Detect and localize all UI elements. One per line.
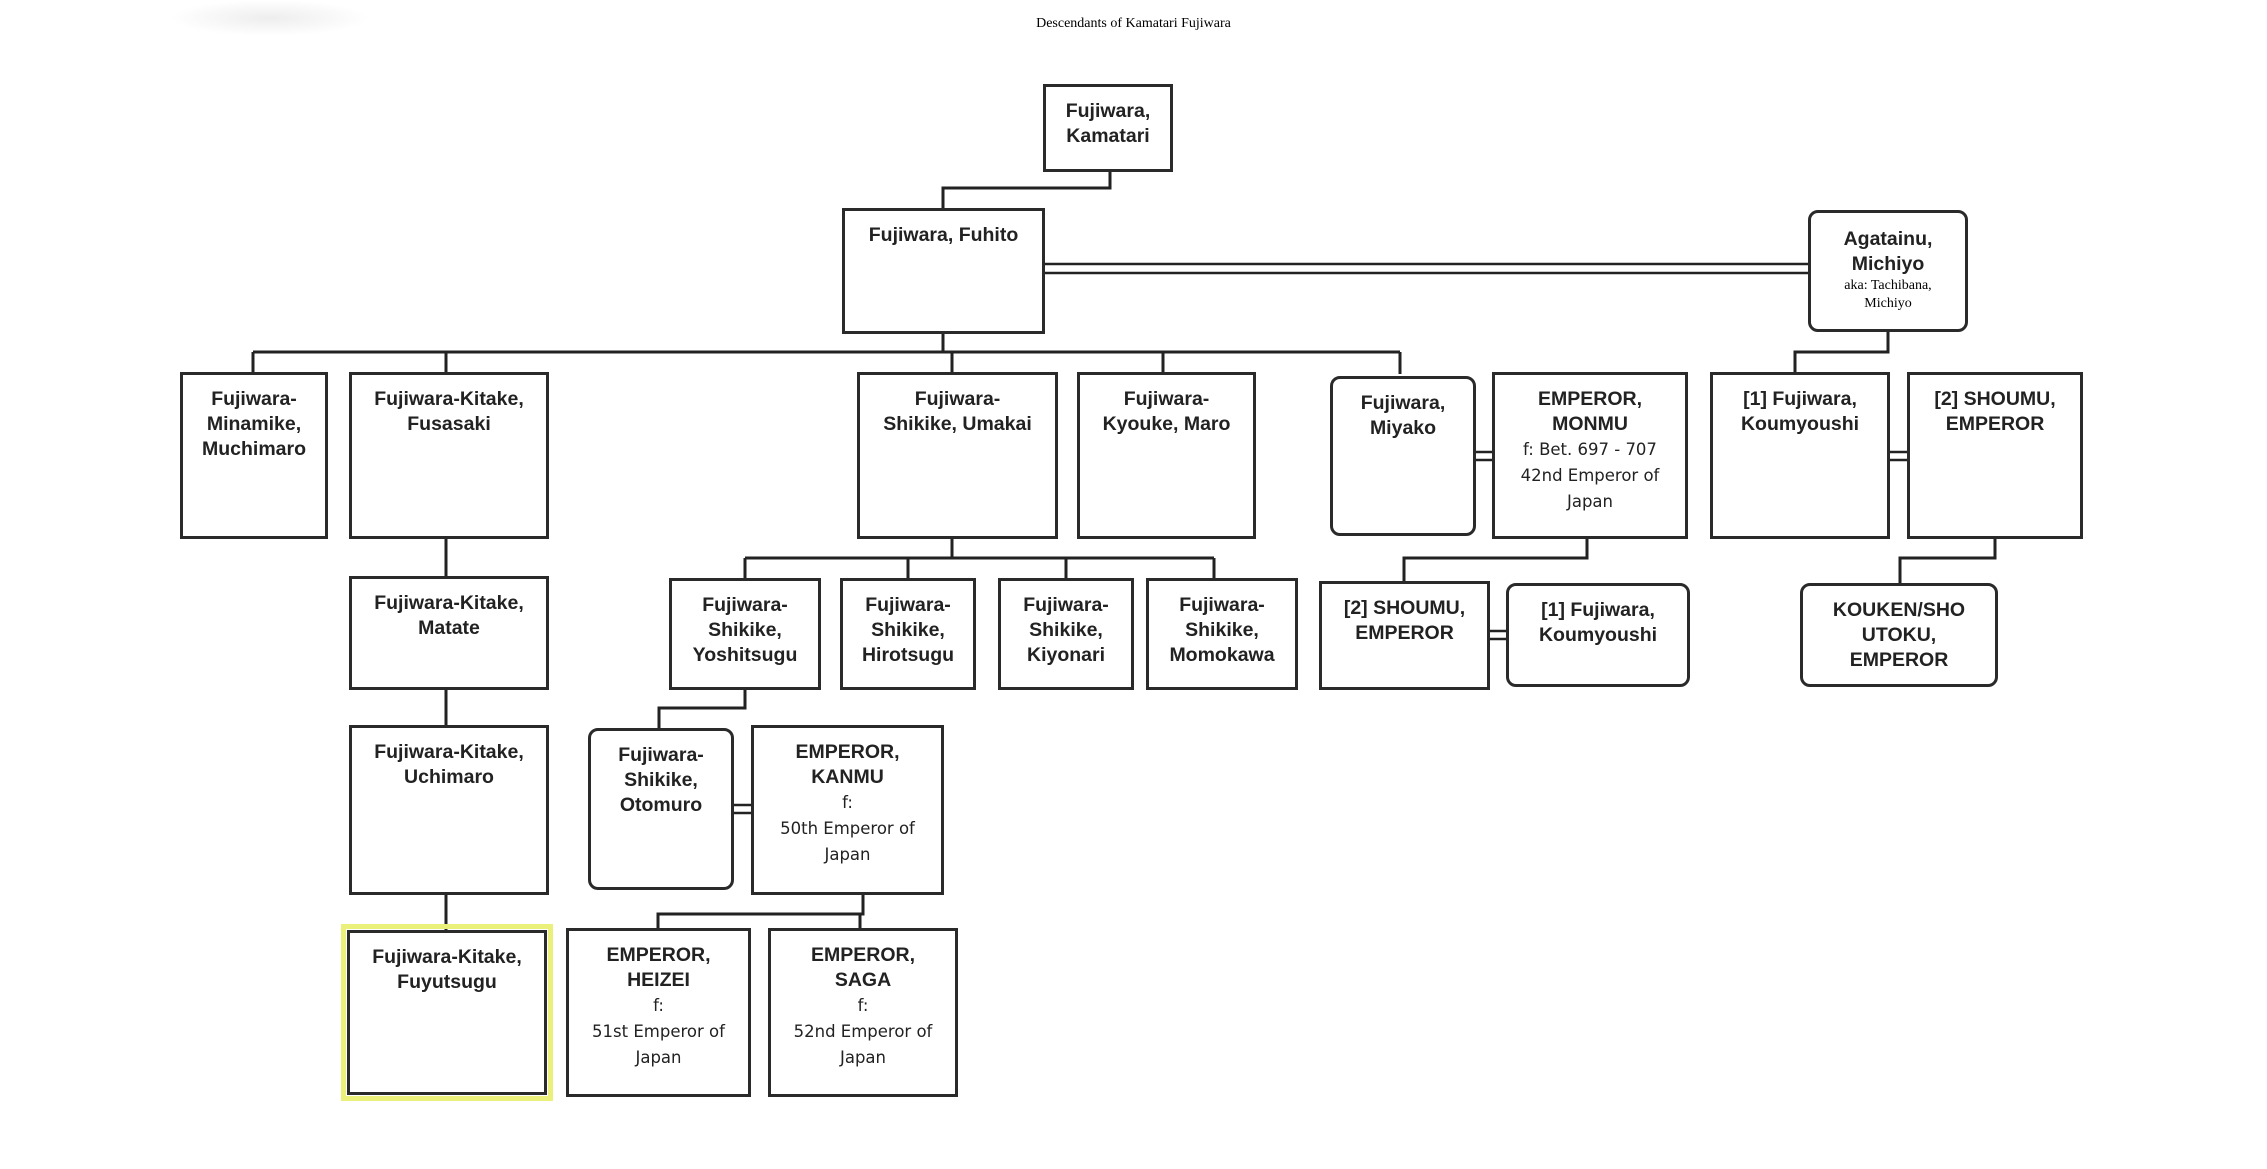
person-name: Fujiwara- Shikike, Momokawa: [1169, 594, 1275, 666]
person-name: [2] SHOUMU, EMPEROR: [1934, 388, 2056, 435]
person-aka: aka: Tachibana, Michiyo: [1844, 278, 1932, 311]
person-name: EMPEROR, HEIZEI: [606, 944, 711, 991]
person-box-agatainu[interactable]: Agatainu, Michiyo aka: Tachibana, Michiy…: [1808, 210, 1968, 332]
person-box-uchimaro[interactable]: Fujiwara-Kitake, Uchimaro: [349, 725, 549, 895]
person-details: f: 52nd Emperor of Japan: [793, 996, 933, 1067]
person-box-umakai[interactable]: Fujiwara- Shikike, Umakai: [857, 372, 1058, 539]
person-name: Fujiwara- Shikike, Umakai: [883, 388, 1032, 435]
person-box-otomuro[interactable]: Fujiwara- Shikike, Otomuro: [588, 728, 734, 890]
person-name: Fujiwara- Shikike, Yoshitsugu: [692, 594, 798, 666]
person-box-fuyutsugu[interactable]: Fujiwara-Kitake, Fuyutsugu: [341, 924, 553, 1101]
person-name: Fujiwara- Kyouke, Maro: [1102, 388, 1231, 435]
person-box-shoumu-2[interactable]: [2] SHOUMU, EMPEROR: [1319, 581, 1490, 690]
person-box-kanmu[interactable]: EMPEROR, KANMU f: 50th Emperor of Japan: [751, 725, 944, 895]
person-box-yoshitsugu[interactable]: Fujiwara- Shikike, Yoshitsugu: [669, 578, 821, 690]
person-name: Fujiwara-Kitake, Fuyutsugu: [372, 946, 522, 993]
person-box-heizei[interactable]: EMPEROR, HEIZEI f: 51st Emperor of Japan: [566, 928, 751, 1097]
person-name: [1] Fujiwara, Koumyoushi: [1538, 599, 1658, 646]
person-name: [1] Fujiwara, Koumyoushi: [1740, 388, 1860, 435]
person-name: Fujiwara- Shikike, Otomuro: [618, 744, 704, 816]
person-box-kiyonari[interactable]: Fujiwara- Shikike, Kiyonari: [998, 578, 1134, 690]
person-name: Fujiwara- Shikike, Hirotsugu: [861, 594, 955, 666]
person-name: Fujiwara, Fuhito: [868, 224, 1019, 246]
person-name: Fujiwara-Kitake, Uchimaro: [374, 741, 524, 788]
person-box-shoumu-1[interactable]: [2] SHOUMU, EMPEROR: [1907, 372, 2083, 539]
person-name: EMPEROR, SAGA: [810, 944, 915, 991]
person-box-hirotsugu[interactable]: Fujiwara- Shikike, Hirotsugu: [840, 578, 976, 690]
person-name: Fujiwara- Minamike, Muchimaro: [201, 388, 306, 460]
person-name: Fujiwara-Kitake, Matate: [374, 592, 524, 639]
person-details: f: 50th Emperor of Japan: [780, 793, 915, 864]
person-box-momokawa[interactable]: Fujiwara- Shikike, Momokawa: [1146, 578, 1298, 690]
person-box-maro[interactable]: Fujiwara- Kyouke, Maro: [1077, 372, 1256, 539]
person-name: [2] SHOUMU, EMPEROR: [1343, 597, 1466, 644]
person-box-matate[interactable]: Fujiwara-Kitake, Matate: [349, 576, 549, 690]
person-name: Fujiwara-Kitake, Fusasaki: [374, 388, 524, 435]
person-box-koumyoushi-2[interactable]: [1] Fujiwara, Koumyoushi: [1506, 583, 1690, 687]
person-box-kamatari[interactable]: Fujiwara, Kamatari: [1043, 84, 1173, 172]
person-details: f: Bet. 697 - 707 42nd Emperor of Japan: [1520, 440, 1660, 511]
person-name: EMPEROR, MONMU: [1537, 388, 1642, 435]
person-box-miyako[interactable]: Fujiwara, Miyako: [1330, 376, 1476, 536]
person-details: f: 51st Emperor of Japan: [592, 996, 725, 1067]
person-box-saga[interactable]: EMPEROR, SAGA f: 52nd Emperor of Japan: [768, 928, 958, 1097]
person-box-koumyoushi-1[interactable]: [1] Fujiwara, Koumyoushi: [1710, 372, 1890, 539]
person-box-muchimaro[interactable]: Fujiwara- Minamike, Muchimaro: [180, 372, 328, 539]
person-box-fuhito[interactable]: Fujiwara, Fuhito: [842, 208, 1045, 334]
person-name: EMPEROR, KANMU: [795, 741, 900, 788]
person-name: Agatainu, Michiyo: [1843, 228, 1933, 275]
person-name: Fujiwara, Kamatari: [1065, 100, 1151, 147]
paper-smudge: [170, 0, 370, 36]
person-box-monmu[interactable]: EMPEROR, MONMU f: Bet. 697 - 707 42nd Em…: [1492, 372, 1688, 539]
chart-title: Descendants of Kamatari Fujiwara: [1036, 16, 1231, 31]
person-name: KOUKEN/SHO UTOKU, EMPEROR: [1832, 599, 1966, 671]
person-box-kouken[interactable]: KOUKEN/SHO UTOKU, EMPEROR: [1800, 583, 1998, 687]
person-name: Fujiwara- Shikike, Kiyonari: [1023, 594, 1109, 666]
person-name: Fujiwara, Miyako: [1360, 392, 1446, 439]
person-box-fusasaki[interactable]: Fujiwara-Kitake, Fusasaki: [349, 372, 549, 539]
